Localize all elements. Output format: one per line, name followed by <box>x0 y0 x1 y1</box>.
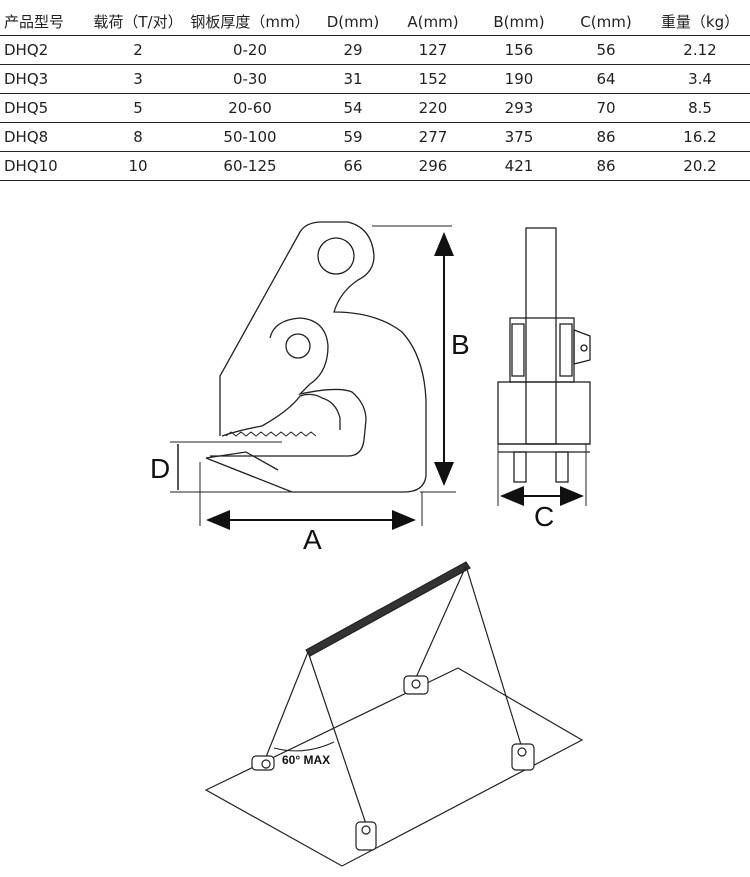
header-load: 载荷（T/对） <box>92 8 184 36</box>
dimension-b-label: B <box>451 329 470 360</box>
jaw-lip <box>205 451 279 471</box>
front-plate <box>525 227 557 445</box>
lifting-illustration <box>204 561 584 867</box>
cell-d: 66 <box>316 151 390 181</box>
sling-line <box>263 651 309 763</box>
cell-c: 86 <box>562 151 650 181</box>
table-row: DHQ10 10 60-125 66 296 421 86 20.2 <box>0 151 750 181</box>
pivot-pin-head <box>573 329 591 365</box>
cell-load: 8 <box>92 122 184 152</box>
upper-shackle-hole <box>317 237 355 275</box>
cell-a: 296 <box>390 151 476 181</box>
cell-weight: 3.4 <box>650 64 750 94</box>
plate-clamp <box>355 821 377 851</box>
clamp-side-view <box>170 221 456 526</box>
dimension-c-label: C <box>534 501 554 532</box>
sling-line <box>465 565 523 749</box>
cell-d: 54 <box>316 93 390 123</box>
plate-clamp <box>403 675 429 695</box>
cell-a: 127 <box>390 35 476 65</box>
header-a: A(mm) <box>390 8 476 36</box>
cell-c: 70 <box>562 93 650 123</box>
header-b: B(mm) <box>476 8 562 36</box>
cell-thickness: 60-125 <box>184 151 316 181</box>
cell-thickness: 20-60 <box>184 93 316 123</box>
pivot-housing <box>509 317 575 383</box>
cam-slot <box>210 317 367 457</box>
cell-model: DHQ5 <box>0 93 92 123</box>
sling-line <box>413 565 467 683</box>
cell-weight: 8.5 <box>650 93 750 123</box>
right-leg <box>555 451 569 483</box>
dimension-b: B <box>434 232 470 486</box>
cell-a: 220 <box>390 93 476 123</box>
cell-model: DHQ10 <box>0 151 92 181</box>
cell-thickness: 0-30 <box>184 64 316 94</box>
lifting-beam <box>305 561 471 657</box>
cell-c: 86 <box>562 122 650 152</box>
cell-d: 29 <box>316 35 390 65</box>
cell-model: DHQ3 <box>0 64 92 94</box>
sling-line <box>307 651 367 825</box>
left-leg <box>513 451 527 483</box>
table-row: DHQ2 2 0-20 29 127 156 56 2.12 <box>0 35 750 65</box>
header-thickness: 钢板厚度（mm） <box>184 8 316 36</box>
cell-thickness: 50-100 <box>184 122 316 152</box>
cell-load: 5 <box>92 93 184 123</box>
cell-b: 293 <box>476 93 562 123</box>
cell-c: 64 <box>562 64 650 94</box>
dimension-a: A <box>206 510 416 555</box>
cell-a: 277 <box>390 122 476 152</box>
dimension-a-label: A <box>303 524 322 555</box>
cell-model: DHQ8 <box>0 122 92 152</box>
cell-b: 375 <box>476 122 562 152</box>
header-d: D(mm) <box>316 8 390 36</box>
cell-b: 156 <box>476 35 562 65</box>
cell-load: 10 <box>92 151 184 181</box>
table-row: DHQ3 3 0-30 31 152 190 64 3.4 <box>0 64 750 94</box>
clamp-body-outline <box>205 221 427 493</box>
max-angle-label: 60° MAX <box>282 753 330 767</box>
dimension-d: D <box>150 444 179 490</box>
cell-weight: 16.2 <box>650 122 750 152</box>
plate-clamp <box>511 743 535 771</box>
cell-c: 56 <box>562 35 650 65</box>
table-row: DHQ8 8 50-100 59 277 375 86 16.2 <box>0 122 750 152</box>
cell-weight: 20.2 <box>650 151 750 181</box>
cam-teeth <box>225 431 317 437</box>
cell-load: 2 <box>92 35 184 65</box>
cell-weight: 2.12 <box>650 35 750 65</box>
angle-arc <box>273 741 335 752</box>
table-header-row: 产品型号 载荷（T/对） 钢板厚度（mm） D(mm) A(mm) B(mm) … <box>0 8 750 36</box>
steel-plate <box>204 667 584 867</box>
cell-model: DHQ2 <box>0 35 92 65</box>
lower-body <box>497 381 591 445</box>
cam-jaw <box>221 393 341 437</box>
dimension-d-label: D <box>150 453 170 484</box>
dimension-c: C <box>500 486 584 532</box>
clamp-front-view <box>497 227 591 506</box>
cell-load: 3 <box>92 64 184 94</box>
pivot-hole <box>285 333 311 359</box>
cell-b: 190 <box>476 64 562 94</box>
header-c: C(mm) <box>562 8 650 36</box>
plate-clamp <box>251 755 275 771</box>
cell-a: 152 <box>390 64 476 94</box>
spec-table: 产品型号 载荷（T/对） 钢板厚度（mm） D(mm) A(mm) B(mm) … <box>0 8 750 181</box>
cell-d: 59 <box>316 122 390 152</box>
table-row: DHQ5 5 20-60 54 220 293 70 8.5 <box>0 93 750 123</box>
header-weight: 重量（kg） <box>650 8 750 36</box>
header-model: 产品型号 <box>0 8 92 36</box>
cell-thickness: 0-20 <box>184 35 316 65</box>
cell-d: 31 <box>316 64 390 94</box>
cell-b: 421 <box>476 151 562 181</box>
